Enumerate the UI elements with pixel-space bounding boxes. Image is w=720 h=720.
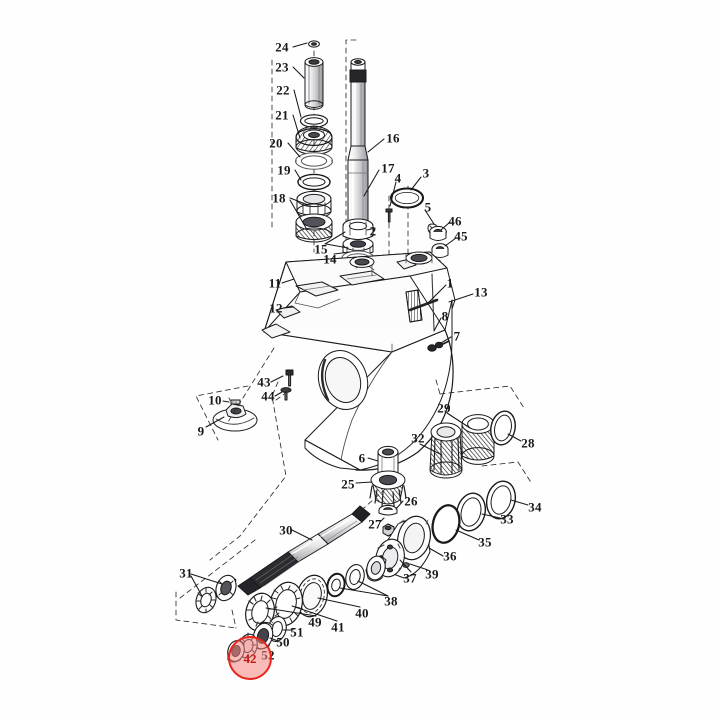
callout-31: 31 [179, 565, 193, 581]
callout-19: 19 [277, 162, 291, 178]
callout-50: 50 [276, 634, 290, 650]
callout-51: 51 [290, 624, 304, 640]
callout-4: 4 [394, 170, 402, 186]
callout-13: 13 [474, 284, 488, 300]
callout-22: 22 [276, 82, 290, 98]
callout-36: 36 [443, 548, 457, 564]
callout-32: 32 [411, 430, 425, 446]
callout-21: 21 [275, 107, 289, 123]
callout-6: 6 [358, 450, 366, 466]
callout-9: 9 [197, 423, 205, 439]
callout-33: 33 [500, 511, 514, 527]
callout-20: 20 [269, 135, 283, 151]
callout-26: 26 [404, 493, 418, 509]
callout-43: 43 [257, 374, 271, 390]
callout-5: 5 [424, 199, 432, 215]
callout-35: 35 [478, 534, 492, 550]
callout-34: 34 [528, 499, 542, 515]
callout-8: 8 [441, 308, 449, 324]
callout-16: 16 [386, 130, 400, 146]
callout-37: 37 [403, 570, 417, 586]
callout-18: 18 [272, 190, 286, 206]
callout-2: 2 [369, 223, 377, 239]
callout-28: 28 [521, 435, 535, 451]
callout-11: 11 [268, 275, 282, 291]
callout-24: 24 [275, 39, 289, 55]
callout-14: 14 [323, 251, 337, 267]
callout-38: 38 [384, 593, 398, 609]
highlight-label: 42 [243, 650, 257, 666]
callout-15: 15 [314, 241, 328, 257]
callout-40: 40 [355, 605, 369, 621]
callout-17: 17 [381, 160, 395, 176]
callout-12: 12 [269, 300, 283, 316]
callout-10: 10 [208, 392, 222, 408]
callout-3: 3 [422, 165, 430, 181]
callout-25: 25 [341, 476, 355, 492]
callout-30: 30 [279, 522, 293, 538]
callout-46: 46 [448, 213, 462, 229]
callout-39: 39 [425, 566, 439, 582]
callout-44: 44 [261, 388, 275, 404]
highlight-annotation-42[interactable]: 42 [228, 636, 272, 680]
callout-29: 29 [437, 400, 451, 416]
callout-1: 1 [446, 275, 454, 291]
callout-41: 41 [331, 619, 345, 635]
callout-23: 23 [275, 59, 289, 75]
callout-27: 27 [368, 516, 382, 532]
callout-7: 7 [453, 328, 461, 344]
callout-49: 49 [308, 614, 322, 630]
callout-45: 45 [454, 228, 468, 244]
